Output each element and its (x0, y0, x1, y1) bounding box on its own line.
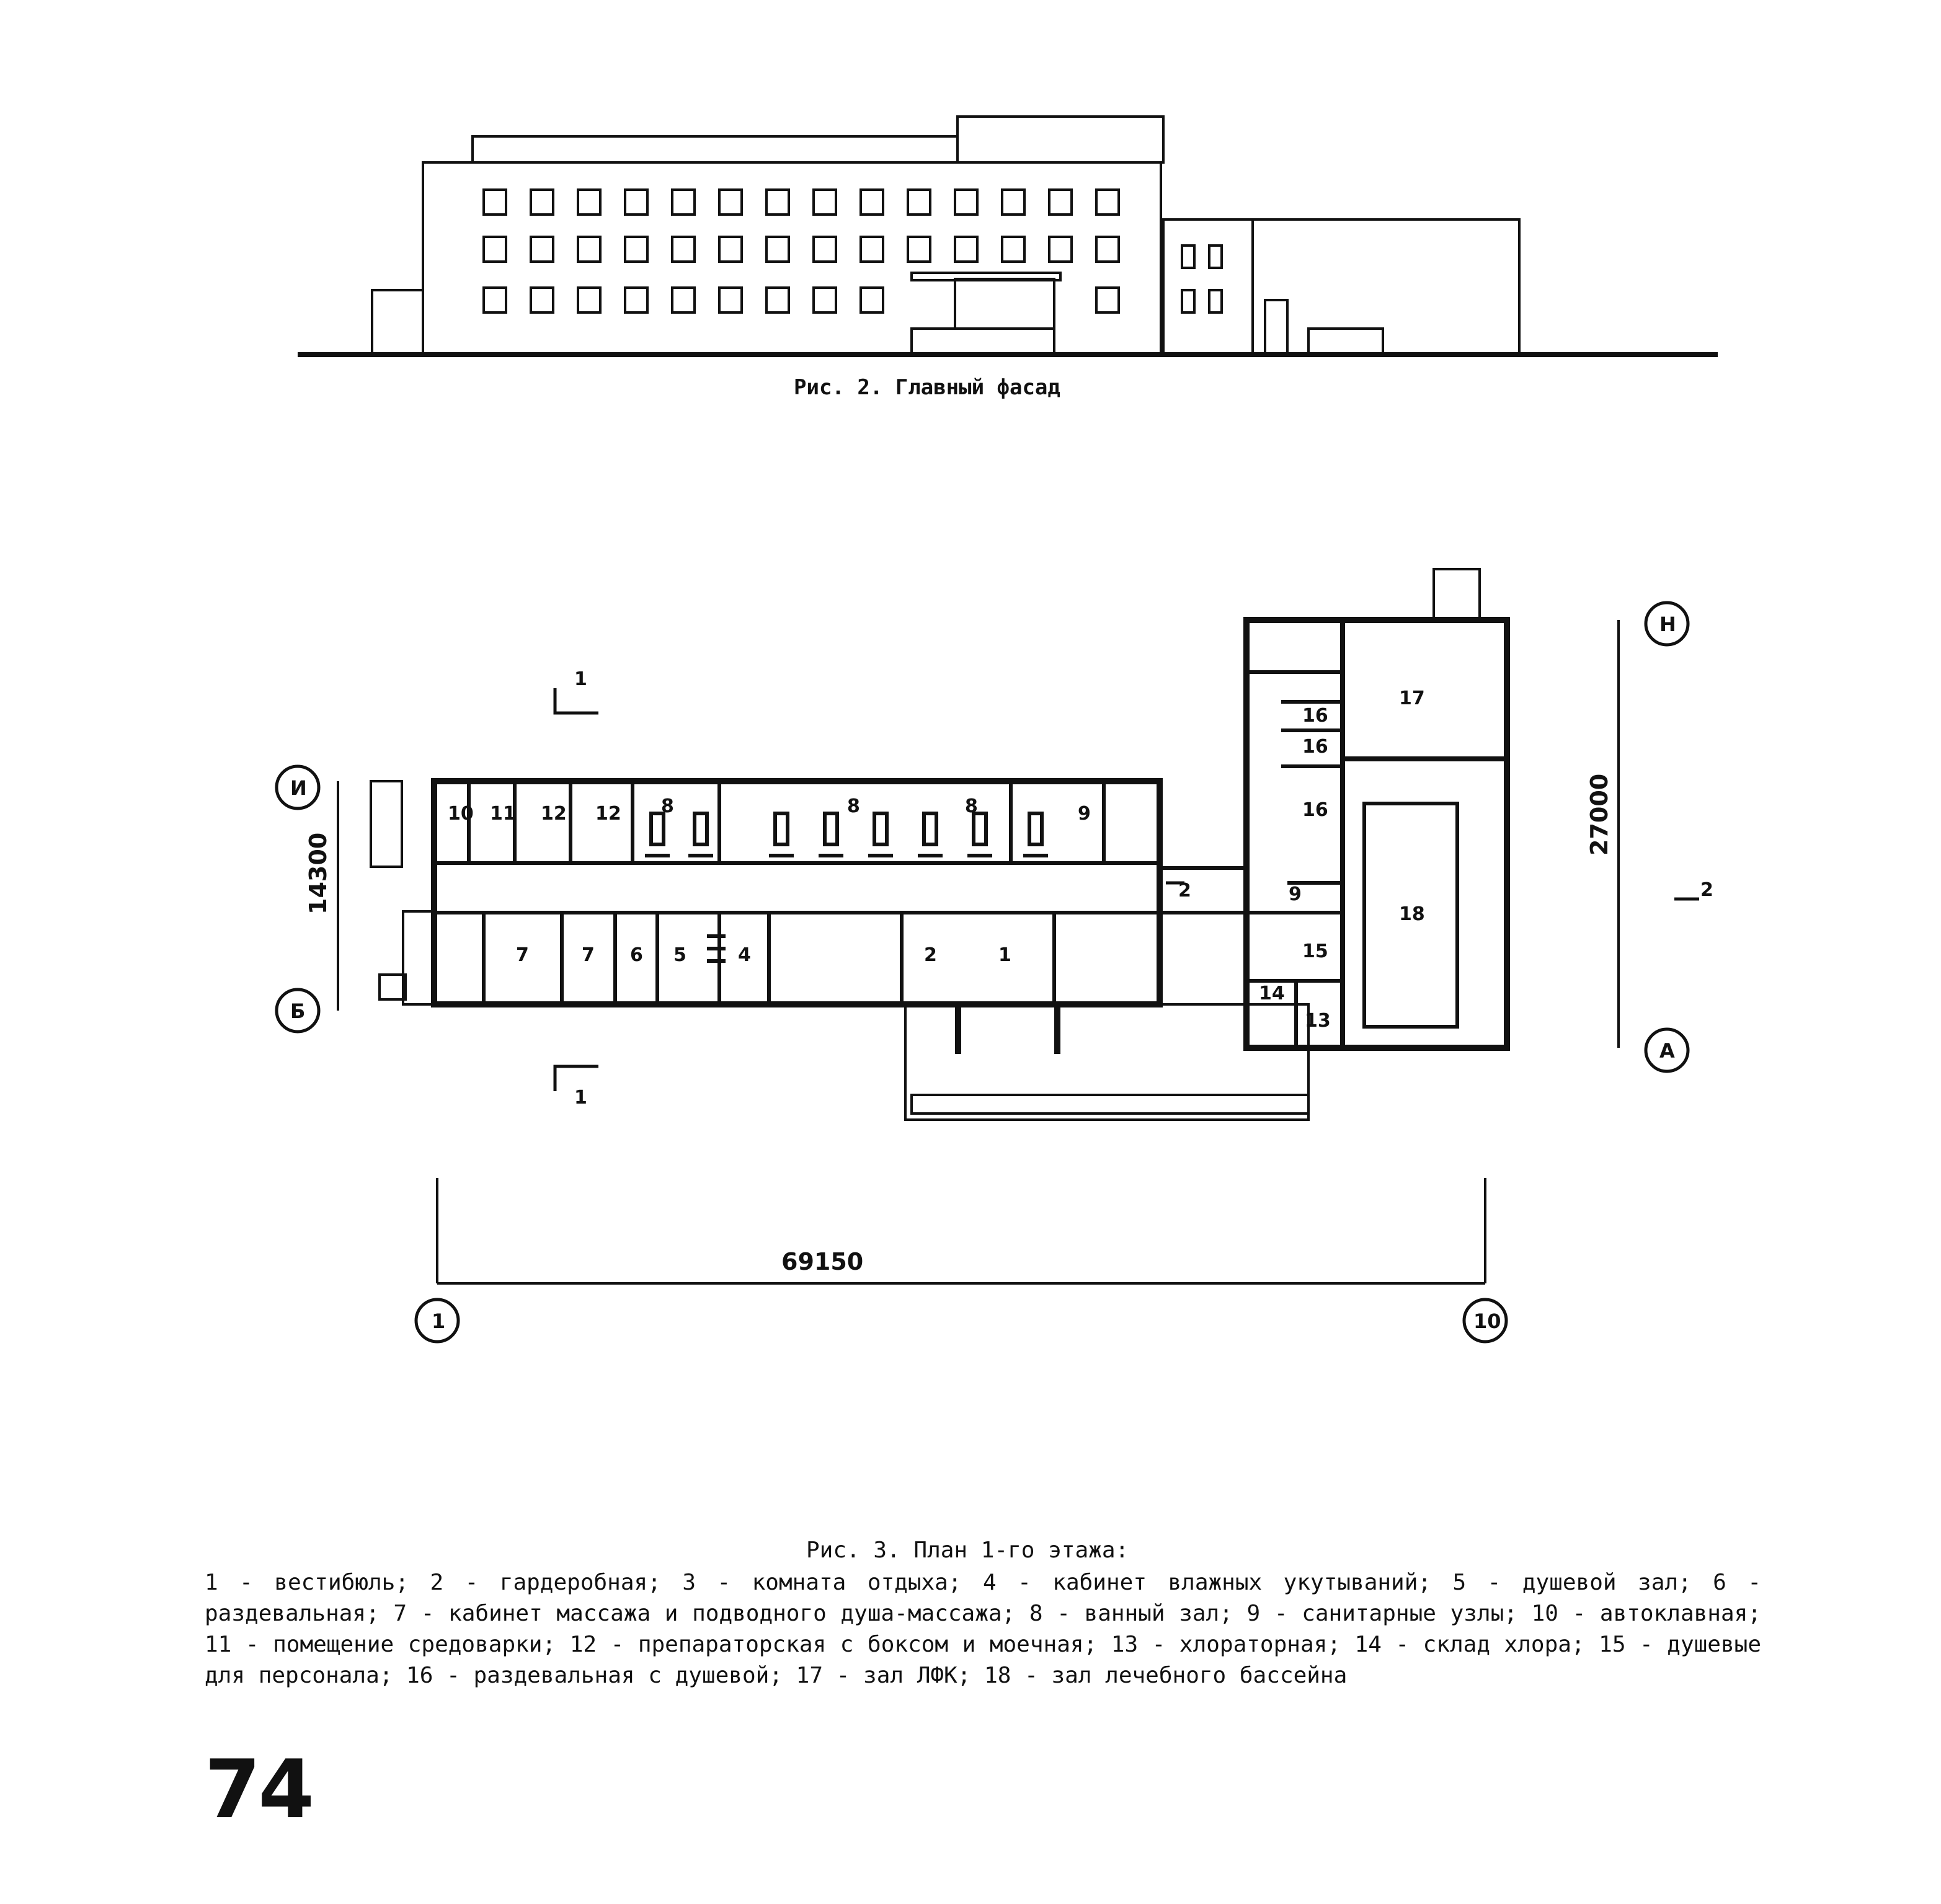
facade-left-porch (371, 289, 424, 356)
plan-left-stair (402, 910, 435, 1006)
axis-label-a: А (1659, 1039, 1675, 1063)
dim-label-14300: 14300 (304, 833, 332, 914)
figure-3-legend: 1 - вестибюль; 2 - гардеробная; 3 - комн… (205, 1570, 1761, 1688)
floor-plan-drawing (370, 568, 1510, 1121)
section-mark-1-bottom: 1 (574, 1087, 587, 1109)
axis-bubble-b (275, 988, 321, 1034)
room-16-c: 16 (1302, 799, 1328, 821)
room-7-b: 7 (582, 944, 595, 966)
page-number: 74 (205, 1742, 314, 1836)
plan-south-partitions (482, 913, 1056, 1004)
room-11: 11 (490, 803, 516, 825)
room-16-a: 16 (1302, 705, 1328, 727)
facade-entrance-canopy (910, 272, 1062, 281)
axis-label-n: Н (1659, 613, 1676, 636)
dim-label-69150: 69150 (781, 1248, 863, 1275)
axis-bubble-1 (414, 1298, 460, 1344)
plan-entrance-terrace (910, 1094, 1310, 1115)
facade-pool-block (1251, 218, 1521, 356)
room-13: 13 (1305, 1010, 1331, 1032)
facade-roof-superstructure (956, 115, 1165, 164)
figure-2-caption: Рис. 2. Главный фасад (794, 375, 1060, 400)
room-4: 4 (738, 944, 751, 966)
plan-left-annex-north (370, 780, 403, 868)
facade-entrance-steps (910, 327, 1055, 356)
axis-bubble-a (1644, 1027, 1690, 1073)
plan-annex (1243, 617, 1510, 1051)
plan-pool-basin (1362, 802, 1459, 1029)
room-8-c: 8 (965, 795, 978, 817)
plan-connector (1158, 866, 1248, 914)
room-15: 15 (1302, 941, 1328, 962)
room-1: 1 (998, 944, 1011, 966)
room-numbers: 10 11 12 12 8 8 8 9 7 7 6 5 4 2 1 17 16 … (448, 688, 1425, 1032)
axis-label-1: 1 (432, 1309, 445, 1333)
room-9-b: 9 (1289, 883, 1302, 905)
room-5: 5 (673, 944, 686, 966)
facade-entrance-doors (954, 278, 1055, 330)
facade-windows (482, 188, 1223, 314)
section-mark-2-mid: 2 (1178, 880, 1191, 901)
facade-side-door (1264, 299, 1289, 356)
figure-3-caption: Рис. 3. План 1-го этажа: (806, 1538, 1129, 1563)
plan-lobby-projection (904, 1003, 1310, 1121)
axis-label-b: Б (290, 999, 305, 1023)
dim-label-27000: 27000 (1586, 774, 1613, 856)
room-18: 18 (1399, 903, 1425, 925)
room-12-b: 12 (595, 803, 621, 825)
room-16-b: 16 (1302, 736, 1328, 758)
room-14: 14 (1259, 983, 1285, 1004)
room-10: 10 (448, 803, 474, 825)
room-6: 6 (630, 944, 643, 966)
main-facade-drawing (298, 115, 1718, 357)
room-9-a: 9 (1078, 803, 1091, 825)
section-mark-2-right: 2 (1700, 879, 1713, 901)
axis-label-10: 10 (1473, 1309, 1501, 1333)
room-17: 17 (1399, 688, 1425, 709)
section-marks (553, 688, 1699, 1091)
plan-north-partitions (467, 781, 1106, 863)
facade-side-step (1307, 327, 1384, 356)
room-12-a: 12 (541, 803, 567, 825)
dimension-lines (337, 620, 1620, 1285)
facade-roof-parapet (471, 135, 959, 164)
plan-annex-partitions (1246, 670, 1343, 1048)
plan-left-porch (378, 973, 407, 1001)
axis-bubble-n (1644, 601, 1690, 647)
axis-label-i: И (290, 776, 307, 800)
plan-annex-north-stair (1432, 568, 1481, 621)
facade-side-block (1162, 218, 1254, 356)
room-8-b: 8 (847, 795, 860, 817)
axis-bubbles (275, 601, 1690, 1344)
section-mark-1-top: 1 (574, 668, 587, 690)
room-7-a: 7 (516, 944, 529, 966)
room-8-a: 8 (661, 795, 674, 817)
axis-bubble-10 (1462, 1298, 1508, 1344)
axis-bubble-i (275, 764, 321, 810)
plan-bath-fixtures (645, 812, 1048, 857)
room-2: 2 (924, 944, 937, 966)
